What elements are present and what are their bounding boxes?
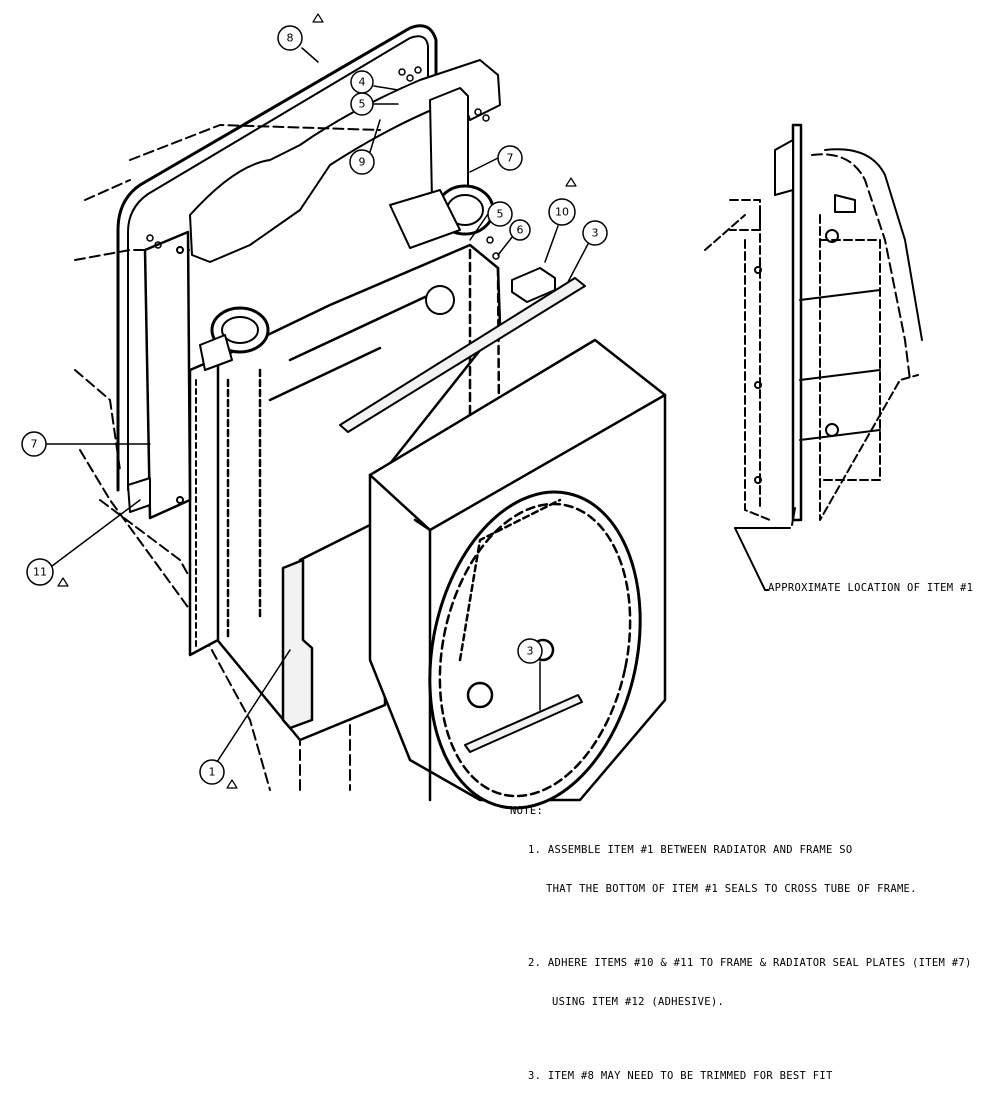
callout-7-left: 7: [31, 438, 38, 451]
item-3-lower-seal-strip: [464, 694, 583, 753]
side-view-label: APPROXIMATE LOCATION OF ITEM #1: [768, 582, 974, 594]
item-1-seal-strip: [281, 558, 314, 730]
callout-leaders: [45, 47, 589, 766]
item-7-left-seal-plate: [143, 230, 192, 520]
side-detail-view: [704, 123, 923, 591]
callout-7-top: 7: [507, 152, 514, 165]
callout-9: 9: [359, 156, 366, 169]
upper-hose-outlet: [389, 184, 495, 315]
radiator-side-tank: [188, 356, 220, 657]
note-3-line-1: 3. ITEM #8 MAY NEED TO BE TRIMMED FOR BE…: [528, 1070, 833, 1082]
note-gap: [510, 922, 972, 931]
item-8-frame-bar: [116, 24, 438, 492]
exploded-assembly-drawing: 8 4 5 9 7 5 6 10 3 7 11 1 3: [21, 13, 923, 810]
note-2-line-2: USING ITEM #12 (ADHESIVE).: [552, 996, 725, 1008]
callout-11: 11: [33, 566, 47, 579]
callout-5-top: 5: [359, 98, 366, 111]
revision-triangles: [57, 13, 577, 789]
callout-10: 10: [555, 206, 569, 219]
callout-8: 8: [287, 32, 294, 45]
callout-5-right: 5: [497, 208, 504, 221]
callout-circles: [21, 25, 608, 785]
notes-heading: NOTE:: [510, 805, 544, 817]
callout-3-bottom: 3: [527, 645, 534, 658]
note-1-line-1: 1. ASSEMBLE ITEM #1 BETWEEN RADIATOR AND…: [528, 844, 853, 856]
note-2-line-1: 2. ADHERE ITEMS #10 & #11 TO FRAME & RAD…: [528, 957, 972, 969]
item-11-foam-seal: [127, 477, 151, 513]
note-1-line-2: THAT THE BOTTOM OF ITEM #1 SEALS TO CROS…: [546, 883, 917, 895]
notes-block: NOTE: 1. ASSEMBLE ITEM #1 BETWEEN RADIAT…: [510, 779, 972, 1096]
callout-6: 6: [517, 224, 524, 237]
callout-1: 1: [209, 766, 216, 779]
hardware-bolts: [146, 66, 500, 260]
callout-3-top: 3: [592, 227, 599, 240]
item-9-top-shroud: [189, 59, 501, 263]
lower-hose-inlet: [199, 306, 270, 371]
item-3-upper-seal-strip: [339, 277, 586, 433]
note-gap-2: [510, 1035, 972, 1044]
item-10-foam-block: [511, 267, 556, 303]
callout-4: 4: [359, 76, 366, 89]
